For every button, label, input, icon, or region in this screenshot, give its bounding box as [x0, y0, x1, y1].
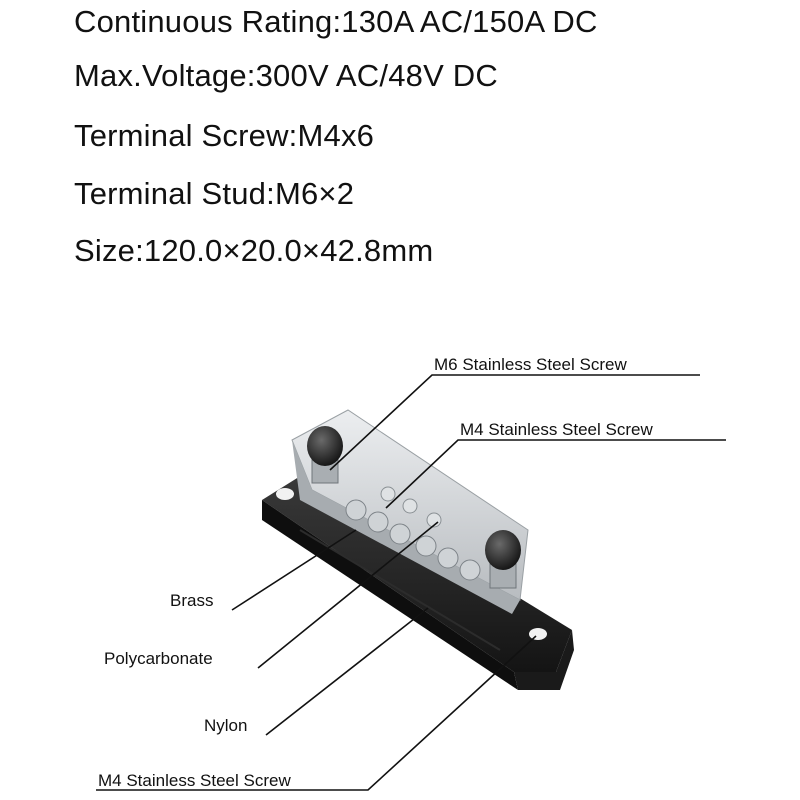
spec-continuous-rating: Continuous Rating:130A AC/150A DC [74, 4, 598, 39]
brass-terminals [345, 486, 481, 581]
label-m4-screw-top: M4 Stainless Steel Screw [460, 420, 653, 439]
m6-stud-right [485, 530, 521, 589]
label-brass: Brass [170, 591, 213, 610]
label-m6-screw: M6 Stainless Steel Screw [434, 355, 627, 374]
line-nylon [265, 607, 429, 736]
spec-terminal-stud: Terminal Stud:M6×2 [74, 176, 355, 211]
busbar-diagram: M6 Stainless Steel Screw M4 Stainless St… [96, 355, 726, 791]
line-m6-screw [329, 374, 700, 471]
label-polycarbonate: Polycarbonate [104, 649, 213, 668]
line-m4-screw-bottom [96, 635, 537, 791]
spec-max-voltage: Max.Voltage:300V AC/48V DC [74, 58, 498, 93]
line-brass [231, 529, 357, 611]
m6-stud-left [307, 426, 343, 484]
mount-hole-right [529, 628, 547, 640]
callout-lines [96, 374, 726, 791]
line-m4-screw-top [385, 439, 726, 509]
spec-terminal-screw: Terminal Screw:M4x6 [74, 118, 375, 153]
label-nylon: Nylon [204, 716, 247, 735]
label-m4-screw-bottom: M4 Stainless Steel Screw [98, 771, 291, 790]
mount-hole-left [276, 488, 294, 500]
line-polycarbonate [257, 521, 439, 669]
spec-size: Size:120.0×20.0×42.8mm [74, 233, 434, 268]
